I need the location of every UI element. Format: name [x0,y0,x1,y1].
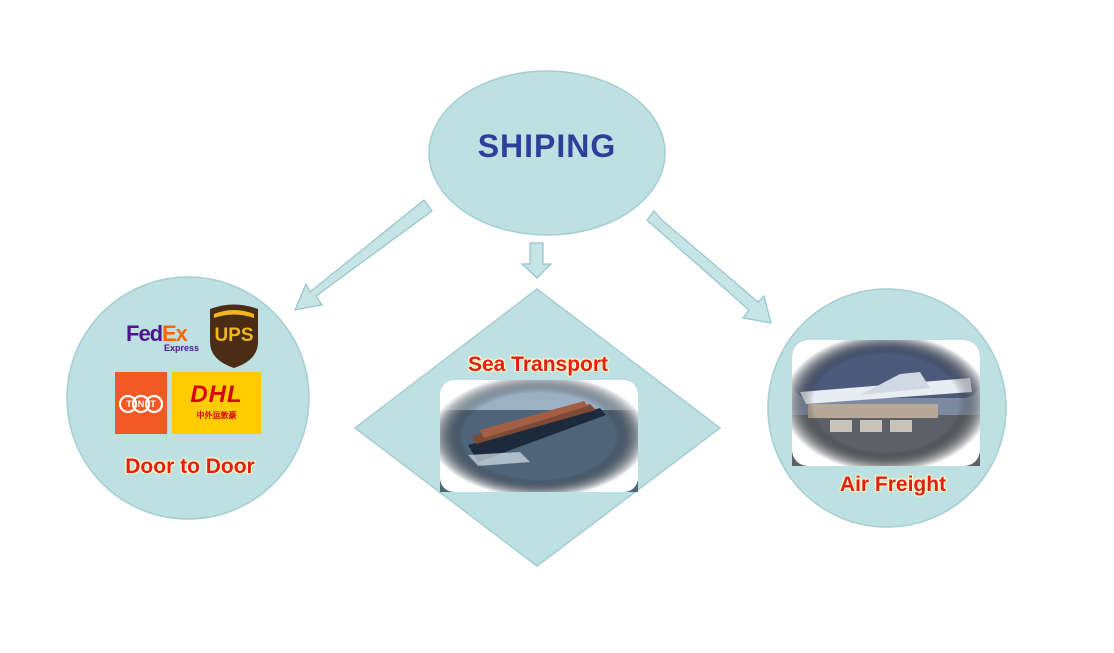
ups-logo-text-wrap: UPS [208,306,260,368]
arrow-to-sea-transport [522,243,551,278]
air-freight-label: Air Freight [800,473,986,497]
dhl-text: DHL [172,381,261,409]
dhl-chinese-text: 中外运敦豪 [172,410,261,421]
diagram-title: SHIPING [430,128,664,165]
sea-transport-label: Sea Transport [420,353,656,377]
cargo-plane-photo [792,340,980,466]
dhl-logo: DHL 中外运敦豪 [172,372,261,434]
arrow-to-door-to-door [295,200,432,310]
door-to-door-label: Door to Door [95,455,285,479]
fedex-fed-text: Fed [126,321,162,347]
tnt-logo-text-wrap: TNT [115,372,167,434]
fedex-logo: Fed Ex Express [118,318,204,354]
tnt-text: TNT [115,399,167,409]
ups-text: UPS [213,325,255,347]
container-ship-photo [440,380,638,492]
arrow-to-air-freight [647,211,771,323]
fedex-express-text: Express [164,343,199,353]
